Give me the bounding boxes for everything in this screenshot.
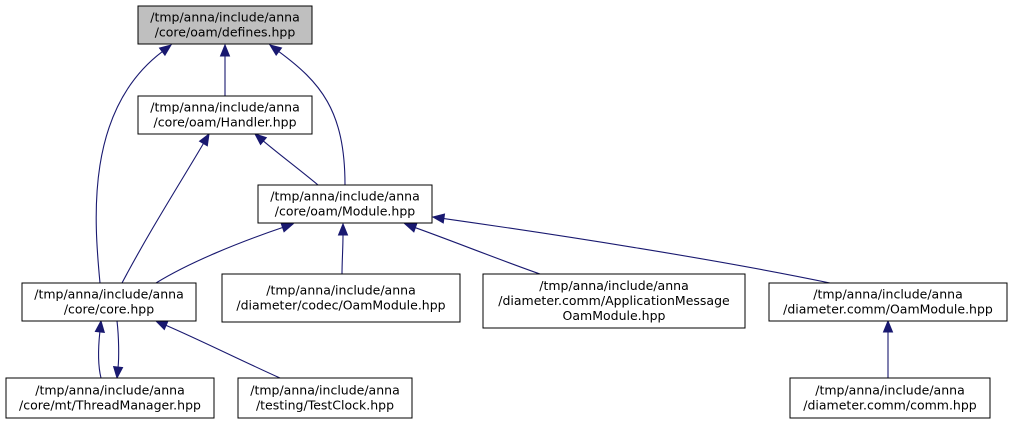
edge-core-to-module — [155, 222, 295, 284]
node-label-line: /diameter.comm/OamModule.hpp — [783, 302, 993, 317]
edge-threadmgr-to-core — [94, 319, 106, 379]
node-threadmgr[interactable]: /tmp/anna/include/anna/core/mt/ThreadMan… — [5, 377, 215, 419]
edge-line — [121, 143, 204, 284]
edge-line — [263, 140, 319, 186]
node-label-line: /core/oam/Handler.hpp — [153, 115, 296, 130]
node-core[interactable]: /tmp/anna/include/anna/core/core.hpp — [21, 282, 197, 322]
node-defines[interactable]: /tmp/anna/include/anna/core/oam/defines.… — [137, 5, 313, 45]
arrowhead-icon — [158, 44, 173, 57]
edge-line — [165, 324, 281, 379]
node-label-line: OamModule.hpp — [563, 308, 666, 323]
arrowhead-icon — [882, 319, 894, 333]
edge-line — [341, 234, 344, 275]
arrowhead-icon — [280, 222, 295, 233]
arrowhead-icon — [154, 320, 169, 331]
arrowhead-icon — [219, 43, 231, 57]
node-handler[interactable]: /tmp/anna/include/anna/core/oam/Handler.… — [137, 95, 313, 135]
node-label-line: /tmp/anna/include/anna — [270, 189, 419, 204]
node-label-line: /diameter.comm/comm.hpp — [803, 398, 976, 413]
arrowhead-icon — [94, 319, 106, 333]
arrowhead-icon — [268, 44, 283, 57]
arrowhead-icon — [403, 222, 418, 233]
node-box — [482, 273, 746, 329]
edge-core-to-defines — [95, 44, 173, 284]
edges-layer — [94, 43, 894, 380]
node-label-line: /tmp/anna/include/anna — [150, 100, 299, 115]
edge-comm-to-commoam — [882, 319, 894, 378]
node-module[interactable]: /tmp/anna/include/anna/core/oam/Module.h… — [257, 184, 433, 224]
edge-line — [443, 217, 831, 284]
edge-handler-to-defines — [219, 43, 231, 97]
node-label-line: /tmp/anna/include/anna — [815, 383, 964, 398]
edge-appmsg-to-module — [403, 222, 541, 275]
node-label-line: /tmp/anna/include/anna — [813, 287, 962, 302]
arrowhead-icon — [337, 222, 349, 236]
edge-testclock-to-core — [154, 320, 281, 379]
node-label-line: /core/oam/Module.hpp — [275, 204, 415, 219]
node-label-line: /core/core.hpp — [64, 302, 154, 317]
node-box — [21, 282, 197, 322]
node-testclock[interactable]: /tmp/anna/include/anna/testing/TestClock… — [237, 377, 413, 419]
node-label-line: /tmp/anna/include/anna — [35, 383, 184, 398]
node-commoam[interactable]: /tmp/anna/include/anna/diameter.comm/Oam… — [768, 282, 1008, 322]
edge-line — [415, 227, 541, 275]
edge-line — [155, 227, 283, 284]
node-box — [257, 184, 433, 224]
edge-core-to-handler — [121, 132, 210, 284]
arrowhead-icon — [112, 366, 124, 380]
edge-commoam-to-module — [431, 213, 831, 284]
node-box — [137, 95, 313, 135]
nodes-layer: /tmp/anna/include/anna/core/oam/defines.… — [5, 5, 1008, 419]
edge-line — [278, 51, 346, 186]
node-codec[interactable]: /tmp/anna/include/anna/diameter/codec/Oa… — [221, 273, 461, 323]
edge-line — [98, 331, 102, 379]
edge-line — [116, 320, 120, 368]
node-label-line: /tmp/anna/include/anna — [250, 383, 399, 398]
arrowhead-icon — [431, 213, 446, 224]
edge-core-to-threadmgr — [112, 320, 124, 380]
node-label-line: /core/mt/ThreadManager.hpp — [19, 398, 201, 413]
node-box — [5, 377, 215, 419]
node-comm[interactable]: /tmp/anna/include/anna/diameter.comm/com… — [789, 377, 991, 419]
node-label-line: /core/oam/defines.hpp — [155, 25, 296, 40]
node-appmsg[interactable]: /tmp/anna/include/anna/diameter.comm/App… — [482, 273, 746, 329]
edge-codec-to-module — [337, 222, 349, 275]
node-label-line: /diameter.comm/ApplicationMessage — [498, 293, 730, 308]
node-label-line: /tmp/anna/include/anna — [150, 10, 299, 25]
node-label-line: /tmp/anna/include/anna — [34, 287, 183, 302]
node-box — [221, 273, 461, 323]
node-label-line: /diameter/codec/OamModule.hpp — [236, 298, 445, 313]
edge-line — [95, 51, 163, 284]
node-label-line: /testing/TestClock.hpp — [256, 398, 394, 413]
arrowhead-icon — [253, 133, 268, 146]
node-label-line: /tmp/anna/include/anna — [266, 283, 415, 298]
edge-module-to-handler — [253, 133, 319, 186]
node-box — [137, 5, 313, 45]
edge-module-to-defines — [268, 44, 346, 186]
node-box — [237, 377, 413, 419]
node-box — [789, 377, 991, 419]
arrowhead-icon — [198, 132, 210, 147]
node-box — [768, 282, 1008, 322]
node-label-line: /tmp/anna/include/anna — [539, 278, 688, 293]
